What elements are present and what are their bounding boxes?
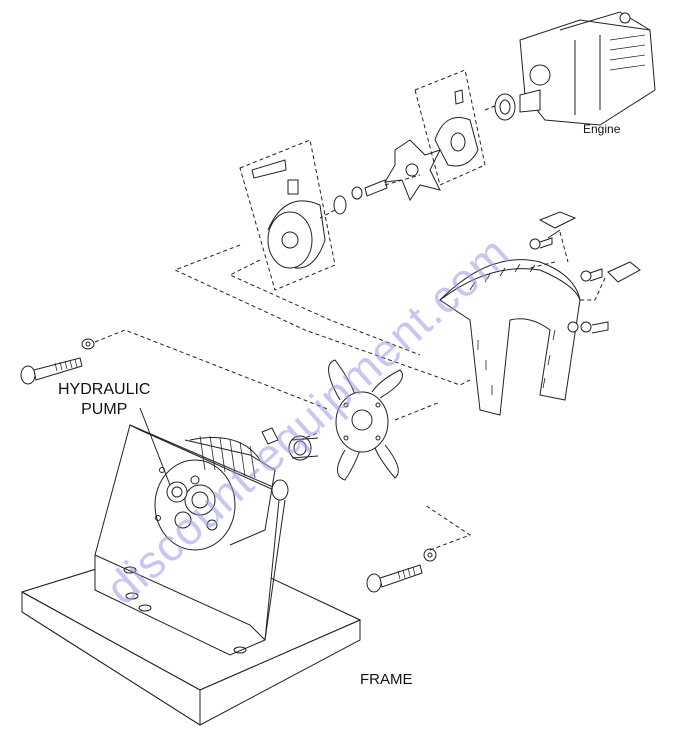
guard-bracket-upper bbox=[529, 211, 577, 250]
hydraulic-pump-label: HYDRAULIC PUMP bbox=[58, 380, 150, 420]
hydraulic-pump bbox=[154, 435, 289, 551]
engine-bushing bbox=[494, 93, 516, 121]
assembly-leader-lines bbox=[94, 105, 606, 551]
long-bolt-bottom bbox=[366, 548, 437, 593]
cooling-fan bbox=[328, 359, 403, 481]
engine-label: Engine bbox=[583, 122, 621, 136]
guard-bolt-lower bbox=[567, 321, 609, 334]
hydraulic-pump-label-line1: HYDRAULIC bbox=[58, 381, 151, 398]
engine-coupling-group bbox=[414, 69, 486, 186]
hydraulic-pump-label-line2: PUMP bbox=[81, 401, 128, 418]
washer-and-bolt bbox=[333, 179, 388, 215]
long-bolt-top bbox=[20, 338, 95, 385]
bell-housing-guard bbox=[439, 259, 581, 416]
flange-adapter-group bbox=[239, 139, 336, 291]
frame-label: FRAME bbox=[360, 671, 413, 688]
engine bbox=[519, 11, 656, 126]
spider-insert bbox=[384, 139, 441, 202]
pump-coupling bbox=[261, 427, 319, 461]
guard-bracket-right bbox=[580, 261, 641, 283]
